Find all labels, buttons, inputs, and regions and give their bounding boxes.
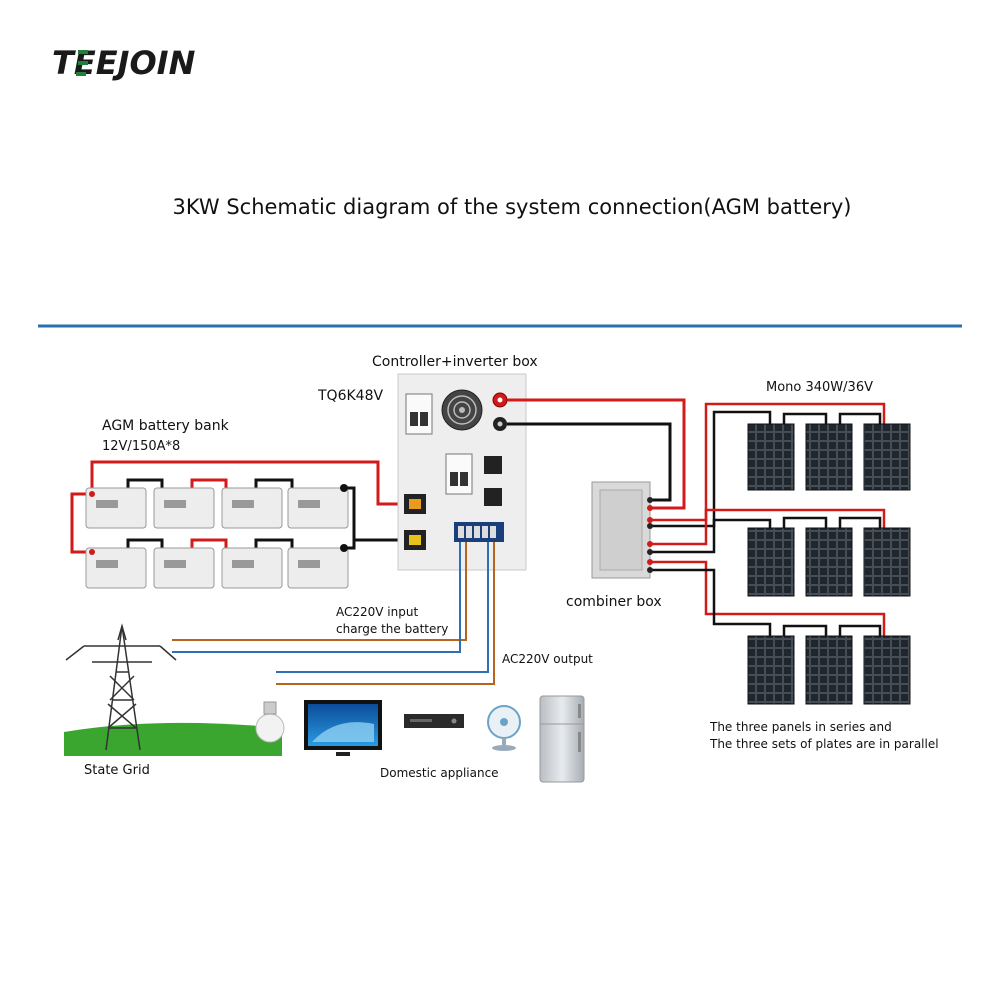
switch-icon — [484, 488, 502, 506]
battery — [287, 547, 349, 589]
refrigerator-icon — [539, 695, 585, 783]
battery-link — [126, 478, 164, 488]
solar-array — [747, 423, 911, 705]
model-label: TQ6K48V — [317, 388, 383, 404]
battery-wiring — [70, 460, 412, 554]
solar-panel — [805, 635, 853, 705]
battery-link — [190, 478, 228, 488]
ac-output-neutral-wire — [276, 542, 489, 673]
logo-text: TEEJOIN — [52, 44, 196, 82]
combiner-terminals — [647, 497, 653, 573]
string-3-series — [782, 624, 882, 636]
switch-icon — [484, 456, 502, 474]
string-1-series — [782, 412, 882, 424]
battery — [85, 487, 147, 529]
media-player-icon — [404, 714, 464, 728]
ac-input-neutral-wire — [172, 542, 461, 653]
pv-string-wiring — [650, 402, 886, 636]
inverter-box-label: Controller+inverter box — [372, 354, 538, 370]
pv-main-wiring — [507, 398, 686, 510]
logo-accent-3 — [76, 72, 86, 76]
battery-link — [190, 538, 228, 548]
solar-panel — [747, 635, 795, 705]
battery-bank — [85, 484, 349, 589]
battery-terminal — [340, 484, 348, 492]
combiner-box-label: combiner box — [566, 594, 662, 610]
tv-icon — [304, 700, 382, 756]
battery — [221, 487, 283, 529]
string-2-negative — [650, 518, 772, 554]
logo-accent-1 — [78, 50, 88, 54]
battery — [85, 547, 147, 589]
pv-main-positive-wire — [507, 398, 686, 510]
string-2-positive — [650, 508, 886, 546]
solar-panel — [805, 527, 853, 597]
solar-panel — [863, 635, 911, 705]
string-1-positive — [650, 402, 886, 522]
ac-input-label-1: AC220V input — [336, 605, 418, 619]
panels-spec-label: Mono 340W/36V — [766, 380, 873, 395]
string-3-positive — [650, 560, 886, 636]
solar-panel — [863, 423, 911, 491]
battery-link — [126, 538, 164, 548]
string-3-negative — [650, 568, 772, 636]
battery — [153, 487, 215, 529]
brand-logo: TEEJOIN — [52, 44, 196, 82]
battery-link — [254, 538, 294, 548]
breaker-icon — [405, 393, 433, 435]
desk-fan-icon — [487, 705, 521, 751]
logo-accent-2 — [78, 61, 88, 65]
ac-input-label-2: charge the battery — [336, 622, 448, 636]
ac-output-live-wire — [276, 542, 495, 685]
inverter-box — [397, 373, 527, 571]
solar-panel — [805, 423, 853, 491]
page-title: 3KW Schematic diagram of the system conn… — [173, 195, 852, 219]
panel-note-line-1: The three panels in series and — [709, 720, 892, 734]
battery — [287, 487, 349, 529]
breaker-icon — [445, 453, 473, 495]
solar-panel — [747, 527, 795, 597]
panel-note-line-2: The three sets of plates are in parallel — [709, 737, 939, 751]
ac-input-live-wire — [172, 542, 467, 641]
battery-row-link — [70, 492, 92, 554]
battery — [153, 547, 215, 589]
combiner-box — [591, 481, 651, 579]
battery-link — [254, 478, 294, 488]
solar-panel — [747, 423, 795, 491]
battery-terminal — [89, 549, 95, 555]
ac-output-label: AC220V output — [502, 652, 593, 666]
solar-panel — [863, 527, 911, 597]
battery-terminal — [89, 491, 95, 497]
power-pylon-icon — [64, 623, 282, 756]
string-1-negative — [650, 410, 772, 528]
battery-bank-label: AGM battery bank — [102, 418, 230, 434]
ac-wiring — [172, 542, 495, 685]
appliances — [255, 695, 585, 783]
pv-main-negative-wire — [507, 422, 672, 502]
battery-spec-label: 12V/150A*8 — [102, 439, 180, 454]
string-2-series — [782, 516, 882, 528]
battery-terminal — [340, 544, 348, 552]
battery-negative-link — [344, 486, 356, 550]
appliance-label: Domestic appliance — [380, 766, 499, 780]
state-grid-label: State Grid — [84, 763, 150, 778]
grass — [64, 722, 282, 756]
battery-positive-wire — [90, 460, 412, 506]
light-bulb-icon — [255, 701, 285, 743]
battery — [221, 547, 283, 589]
